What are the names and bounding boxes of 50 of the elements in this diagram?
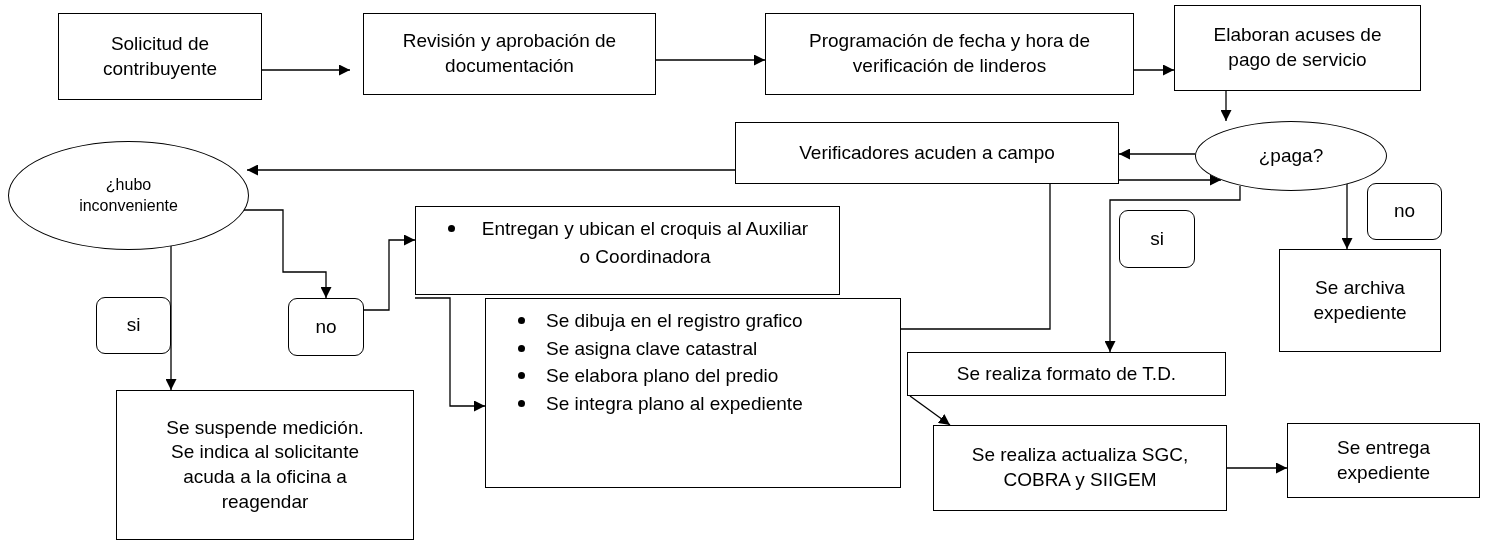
answer-box: [1119, 210, 1195, 268]
answer-box: [1367, 183, 1442, 240]
process-box: [933, 425, 1227, 511]
step-text: Elaboran acuses de pago de servicio: [1212, 23, 1383, 72]
step-text: si: [126, 313, 141, 338]
answer-box: [288, 298, 364, 356]
process-box: [907, 352, 1226, 396]
step-text: Se dibuja en el registro grafico: [546, 309, 804, 333]
process-box: [116, 390, 414, 540]
arrow: [414, 297, 486, 412]
step-text: Se elabora plano del predio: [546, 364, 780, 389]
process-box: [1287, 423, 1480, 498]
arrow: [261, 64, 351, 76]
step-text: no: [1393, 199, 1416, 224]
step-text: Programación de fecha y hora de verificación de linderos: [808, 29, 1091, 78]
step-text: Se asigna clave catastral: [546, 336, 759, 361]
step-text: Entregan y ubican el croquis al Auxiliar o Coordinadora: [480, 217, 810, 269]
answer-box: [96, 297, 171, 354]
arrow: [1220, 90, 1232, 122]
arrow: [165, 244, 177, 391]
arrow: [246, 164, 736, 176]
step-text: Se archiva expediente: [1312, 275, 1408, 325]
step-text: ¿paga?: [1258, 143, 1324, 168]
step-text: Se realiza actualiza SGC, COBRA y SIIGEM: [970, 443, 1190, 492]
step-text: Revisión y aprobación de documentación: [401, 29, 618, 78]
arrow: [1226, 462, 1288, 474]
step-text: Se realiza formato de T.D.: [956, 361, 1177, 386]
process-box: [485, 298, 901, 488]
arrow: [243, 209, 332, 299]
arrow: [363, 234, 416, 311]
process-box: [765, 13, 1134, 95]
arrow: [1133, 64, 1175, 76]
process-box: [735, 122, 1119, 184]
step-text: Se suspende medición. Se indica al solicitante acuda a la oficina a reagendar: [165, 415, 365, 514]
process-box: [363, 13, 656, 95]
step-text: ¿hubo inconveniente: [78, 174, 179, 216]
step-text: Solicitud de contribuyente: [101, 31, 219, 81]
step-text: Verificadores acuden a campo: [799, 140, 1055, 165]
step-text: Se integra plano al expediente: [546, 391, 804, 416]
step-text: Se entrega expediente: [1336, 435, 1431, 485]
arrow: [1104, 185, 1241, 353]
step-text: si: [1150, 226, 1164, 251]
arrow: [1341, 183, 1353, 250]
arrow: [1118, 148, 1196, 160]
process-box: [415, 206, 840, 295]
step-text: no: [315, 314, 337, 339]
arrow: [655, 54, 766, 66]
process-box: [58, 13, 262, 100]
process-box: [1279, 249, 1441, 352]
process-box: [1174, 5, 1421, 91]
